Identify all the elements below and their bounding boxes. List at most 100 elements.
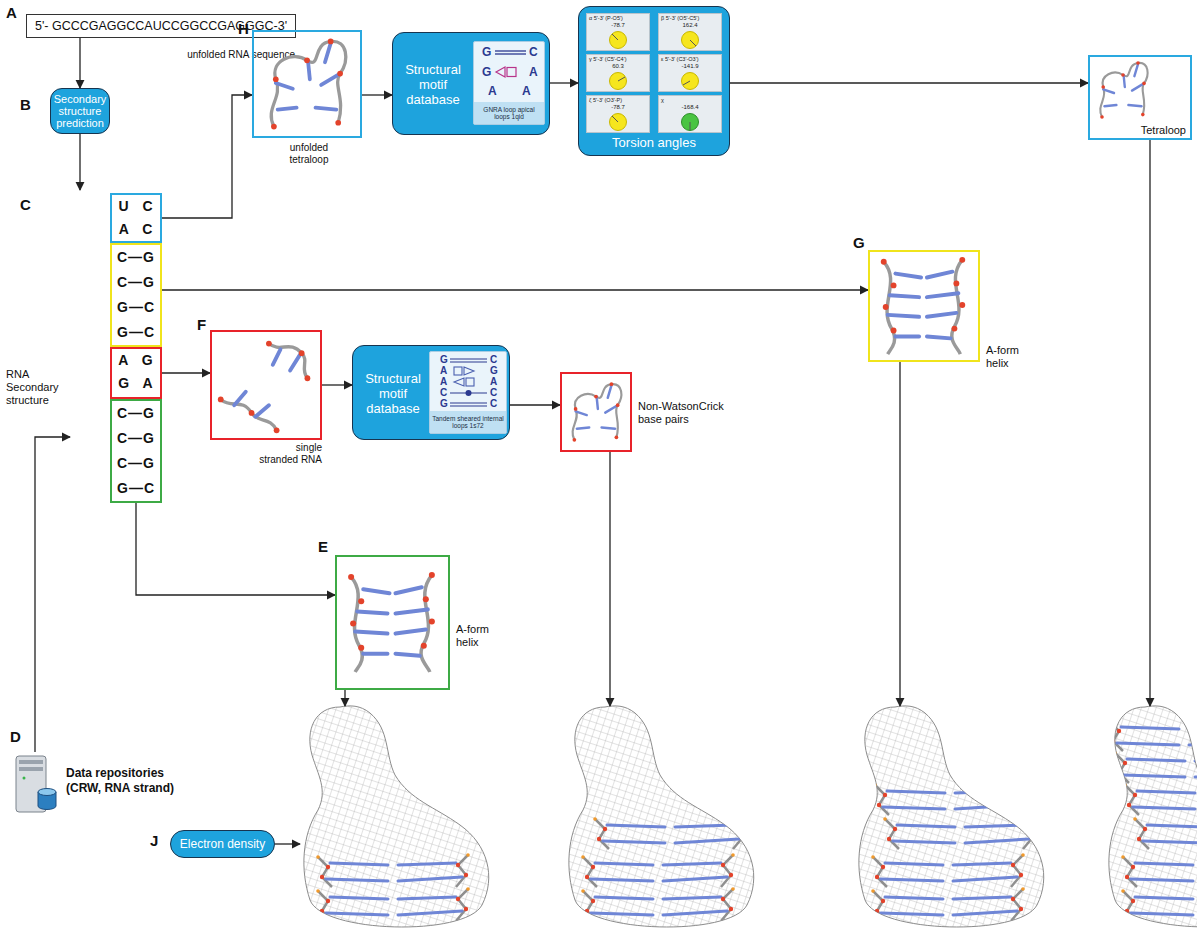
node-text: -141.9	[659, 63, 721, 70]
density-map-part	[1109, 706, 1197, 927]
node-text: ζ 5'-3' (O3'-P)	[589, 97, 622, 104]
motif-inset: GCGAAAGNRA loop apical loops 1qid	[473, 41, 545, 125]
base-pair-symbols-part	[495, 50, 526, 51]
density-map-part	[1107, 717, 1197, 751]
panel-letter: A	[6, 4, 17, 21]
loop-box: U CA C	[110, 193, 162, 243]
image-box: Tetraloop	[1088, 55, 1192, 140]
image-box: Non-WatsonCrick base pairs	[560, 372, 632, 452]
flow-arrow-part	[899, 362, 900, 706]
node-text: 60.3	[587, 63, 649, 70]
dial-symbol-part	[682, 73, 699, 90]
flow-arrow	[275, 140, 1150, 844]
density-map	[859, 706, 1044, 927]
node-text: A-form helix	[986, 344, 1030, 370]
node-text: C—G	[112, 245, 160, 270]
loop-box: A GG A	[110, 347, 162, 399]
dial-symbol-part	[610, 114, 627, 131]
dial-panel: γ 5'-3' (C5'-C4')60.3	[586, 54, 650, 92]
density-map-part	[316, 853, 470, 887]
density-map	[1107, 706, 1197, 927]
density-map-part	[1121, 887, 1197, 921]
flow-arrow-part	[1149, 140, 1150, 706]
connector-arrow	[136, 503, 335, 595]
base-pair-symbols-part	[495, 53, 526, 54]
node-text: single stranded RNA	[256, 442, 322, 466]
connector-arrow	[162, 289, 868, 290]
connector-arrow	[35, 437, 70, 752]
sequence-box: 5'- GCCCGAGGCCAUCCGGCCGAGGGC-3'unfolded …	[26, 14, 296, 38]
dial-panel: β 5'-3' (O5'-C5')162.4	[658, 13, 722, 51]
molecule-picture	[870, 252, 978, 360]
image-box: A-form helix	[335, 555, 450, 690]
density-map-part	[593, 815, 747, 849]
panel-letter: D	[10, 728, 21, 745]
server-icon-part	[19, 767, 43, 771]
density-map-part	[859, 706, 1044, 927]
density-map-part	[316, 887, 470, 921]
density-map	[304, 706, 489, 927]
base-pair-symbols-part	[507, 68, 516, 77]
dial-panel: χ-168.4	[658, 95, 722, 133]
molecule-picture-part	[348, 572, 435, 672]
base-pair-symbols-part	[454, 367, 474, 386]
node-text: A	[529, 65, 538, 79]
molecule-picture	[212, 332, 320, 438]
server-icon-part	[23, 777, 26, 780]
panel-letter: G	[853, 234, 865, 251]
dial-symbol-part	[682, 114, 699, 131]
density-map-part	[871, 887, 1025, 921]
dial-symbol-part	[610, 32, 627, 49]
node-text: 5'- GCCCGAGGCCAUCCGGCCGAGGGC-3'	[35, 19, 287, 33]
dial-symbol-part	[612, 34, 618, 40]
motif-inset: GCAGAACCGCTandem sheared internal loops …	[429, 351, 507, 434]
node-text: GNRA loop apical loops 1qid	[474, 102, 544, 124]
connector-arrow	[162, 372, 210, 373]
molecule-picture	[562, 374, 630, 450]
base-pair-symbols-part	[496, 67, 516, 77]
process-box: Electron density	[170, 830, 275, 858]
node-text: C	[490, 398, 497, 410]
density-map-part	[581, 887, 735, 921]
structure-group: RNA Secondary structureU CA CC—GC—GG—CG—…	[70, 190, 166, 506]
molecule-picture-part	[218, 341, 311, 434]
base-pair-symbols-part	[454, 367, 462, 375]
node-text: unfolded tetraloop	[279, 142, 339, 166]
node-text: C—G	[112, 451, 160, 476]
node-text: χ	[661, 97, 664, 104]
node-text: A	[440, 376, 447, 388]
node-text: C—G	[112, 426, 160, 451]
density-map-part	[1133, 815, 1197, 849]
connector-arrow	[79, 134, 80, 190]
base-pair-symbols-part	[450, 359, 487, 406]
dial-symbol	[659, 96, 721, 132]
node-text: A	[522, 84, 531, 98]
dial-panel: α 5'-3' (P-O5')-78.7	[586, 13, 650, 51]
node-text: Data repositories (CRW, RNA strand)	[66, 766, 196, 796]
node-text: A-form helix	[456, 623, 500, 649]
panel-letter: H	[238, 20, 249, 37]
node-text: β 5'-3' (O5'-C5')	[661, 15, 699, 22]
node-text: Structural motif database	[397, 61, 469, 106]
node-text: C—G	[112, 401, 160, 426]
node-text: α 5'-3' (P-O5')	[589, 15, 623, 22]
density-map-part	[304, 706, 489, 927]
density-map-part	[569, 706, 754, 927]
base-pair-symbols-part	[450, 402, 487, 403]
base-pair-symbols-part	[450, 405, 487, 406]
stem-box: C—GC—GG—CG—C	[110, 243, 162, 347]
base-pair-symbols-part	[464, 367, 474, 375]
node-text: G	[490, 365, 498, 377]
density-map-part	[1107, 717, 1197, 921]
base-pair-symbols-part	[496, 67, 505, 77]
base-pair-symbols-part	[495, 51, 526, 54]
dial-symbol-part	[610, 73, 627, 90]
server-icon	[8, 752, 62, 818]
image-box: A-form helix	[868, 250, 980, 362]
node-text: G—C	[112, 295, 160, 320]
node-text: Tandem sheared internal loops 1s72	[430, 411, 506, 433]
node-text: -168.4	[659, 104, 721, 111]
connector-arrow	[730, 82, 1088, 83]
node-text: C	[440, 387, 447, 399]
molecule-picture-part	[881, 257, 965, 354]
